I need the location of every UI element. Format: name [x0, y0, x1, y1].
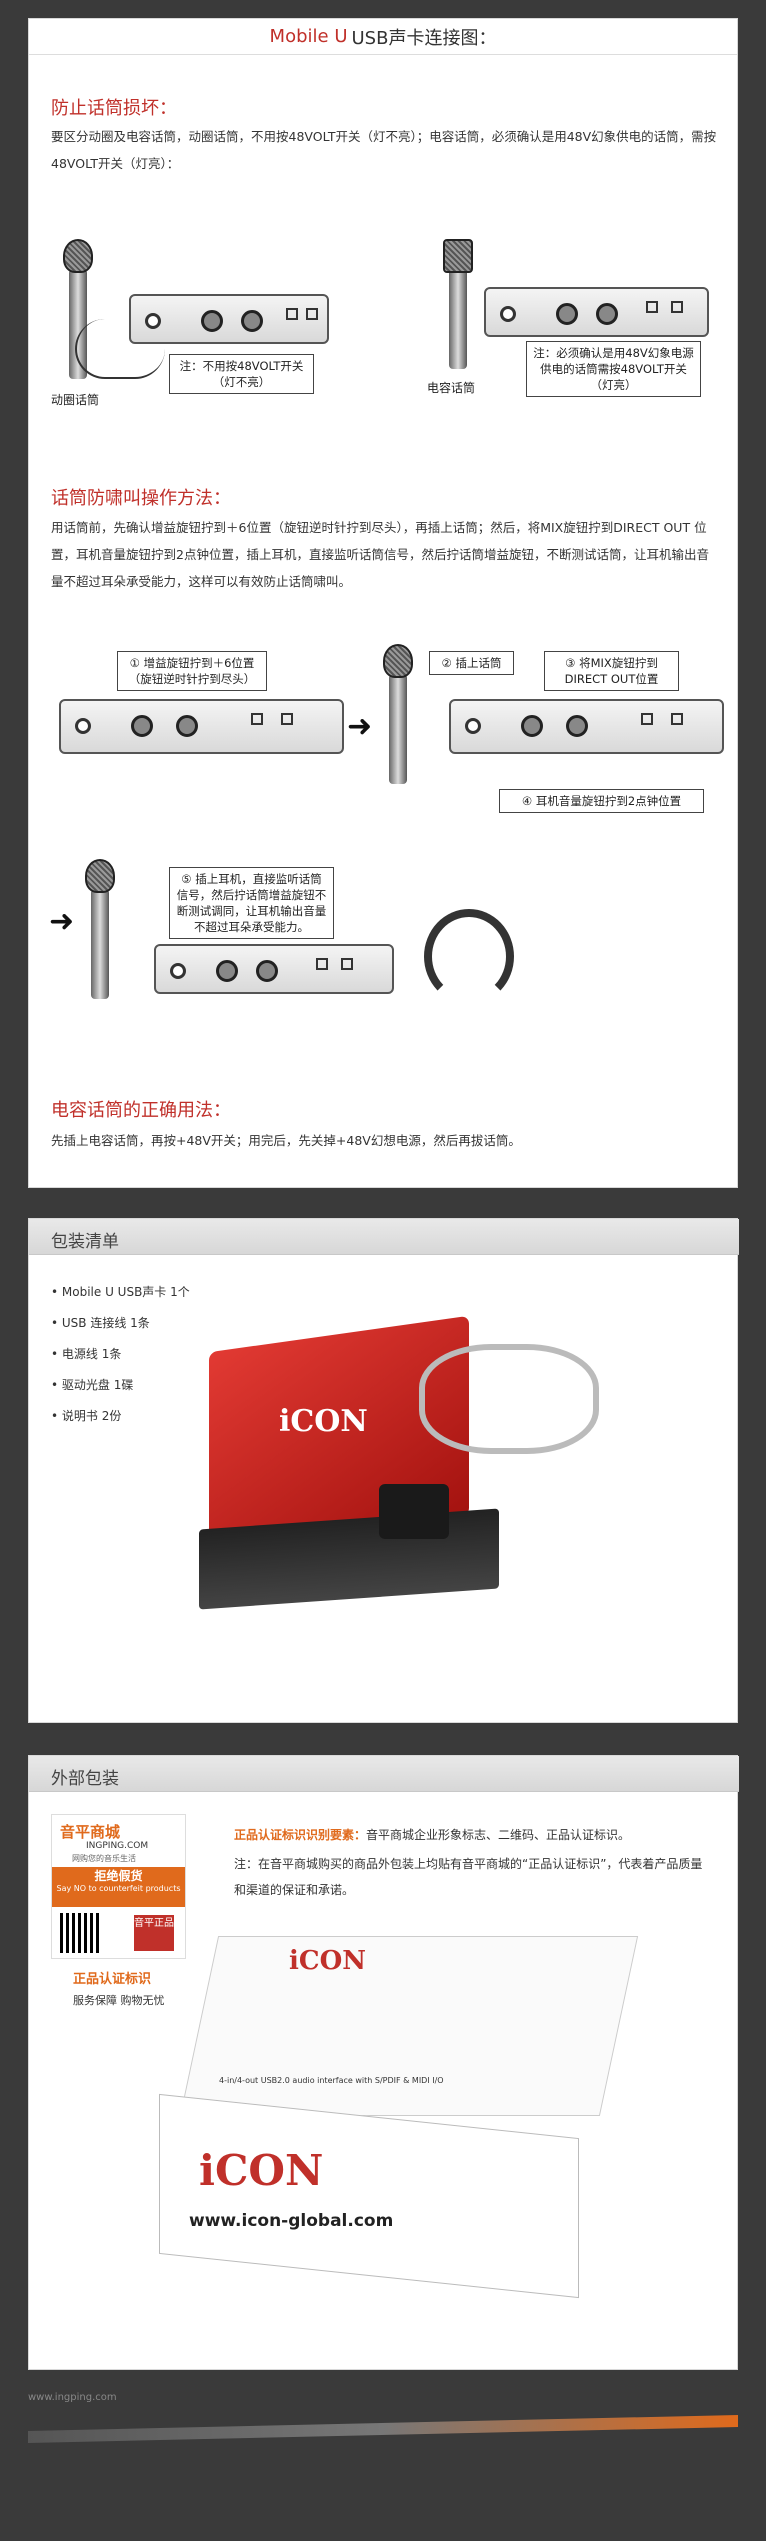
auth-title: 正品认证标识识别要素： [234, 1828, 367, 1842]
mic-step2-image [383, 644, 413, 784]
box-side [159, 2093, 579, 2299]
audio-interface-right [484, 287, 709, 337]
product-logo: iCON [279, 1404, 368, 1439]
outer-package-panel: 外部包装 音平商城 INGPING.COM 网购您的音乐生活 拒绝假货 Say … [28, 1755, 739, 2370]
arrow-right-icon: ➜ [347, 709, 373, 744]
package-title: 包装清单 [51, 1232, 119, 1252]
auth-info: 正品认证标识识别要素：音平商城企业形象标志、二维码、正品认证标识。 [234, 1826, 630, 1843]
callout-step5: ⑤ 插上耳机，直接监听话筒信号，然后拧话筒增益旋钮不断测试调同，让耳机输出音量不… [169, 867, 334, 939]
callout-step2: ② 插上话筒 [429, 651, 514, 675]
page-title: Mobile U USB声卡连接图： [29, 19, 737, 55]
callout-step4: ④ 耳机音量旋钮拧到2点钟位置 [499, 789, 704, 813]
interface-step1 [59, 699, 344, 754]
callout-need-48v: 注：必须确认是用48V幻象电源供电的话筒需按48VOLT开关（灯亮） [526, 341, 701, 397]
auth-card: 音平商城 INGPING.COM 网购您的音乐生活 拒绝假货 Say NO to… [51, 1814, 186, 1959]
card-slogan: 网购您的音乐生活 [72, 1854, 136, 1863]
list-item: • 说明书 2份 [51, 1409, 122, 1423]
callout-step3: ③ 将MIX旋钮拧到DIRECT OUT位置 [544, 651, 679, 691]
card-stamp: 音平正品 [134, 1915, 174, 1951]
label-dynamic-mic: 动圈话筒 [51, 393, 100, 407]
list-item: • 电源线 1条 [51, 1347, 122, 1361]
audio-interface-left [129, 294, 329, 344]
connection-panel: Mobile U USB声卡连接图： 防止话筒损坏： 要区分动圈及电容话筒，动圈… [28, 18, 738, 1188]
card-auth-label: 正品认证标识 [73, 1972, 152, 1987]
card-service: 服务保障 购物无忧 [73, 1994, 165, 2007]
outer-title-bar: 外部包装 [29, 1756, 739, 1792]
package-item-list: • Mobile U USB声卡 1个 • USB 连接线 1条 • 电源线 1… [51, 1277, 190, 1432]
outer-box-photo: iCON 4-in/4-out USB2.0 audio interface w… [159, 1936, 719, 2356]
arrow-right-icon-2: ➜ [49, 904, 75, 939]
interface-step2 [449, 699, 724, 754]
list-item: • Mobile U USB声卡 1个 [51, 1285, 190, 1299]
section-text-anti-howl: 用话筒前，先确认增益旋钮拧到＋6位置（旋钮逆时针拧到尽头），再插上话筒；然后，将… [51, 520, 709, 589]
section-text-condenser: 先插上电容话筒，再按+48V开关；用完后，先关掉+48V幻想电源，然后再拔话筒。 [51, 1133, 521, 1148]
section-text-mic-protect: 要区分动圈及电容话筒，动圈话筒，不用按48VOLT开关（灯不亮）；电容话筒，必须… [51, 129, 717, 171]
card-en: Say NO to counterfeit products [56, 1884, 181, 1893]
product-photo: iCON [119, 1315, 609, 1714]
box-top-logo: iCON [289, 1946, 366, 1976]
list-item: • 驱动光盘 1碟 [51, 1378, 134, 1392]
interface-step5 [154, 944, 394, 994]
card-banner: 拒绝假货 Say NO to counterfeit products [52, 1867, 185, 1907]
box-side-logo: iCON [199, 2146, 324, 2195]
box-url: www.icon-global.com [189, 2211, 394, 2231]
mic-step5-image [85, 859, 115, 999]
card-brand: 音平商城 [60, 1823, 121, 1841]
dynamic-mic-image [63, 239, 93, 379]
footer: www.ingping.com [28, 2392, 738, 2432]
power-adapter-image [379, 1484, 449, 1539]
section-heading-anti-howl: 话筒防啸叫操作方法： [51, 488, 231, 509]
section-heading-mic-protect: 防止话筒损坏： [51, 98, 177, 119]
title-text: USB声卡连接图： [351, 27, 497, 49]
list-item: • USB 连接线 1条 [51, 1316, 150, 1330]
condenser-mic-image [443, 239, 473, 369]
card-url: INGPING.COM [86, 1841, 149, 1851]
callout-no-48v: 注：不用按48VOLT开关（灯不亮） [169, 354, 314, 394]
brand-name: Mobile U [269, 26, 348, 47]
label-condenser-mic: 电容话筒 [427, 381, 476, 395]
box-desc: 4-in/4-out USB2.0 audio interface with S… [219, 2076, 444, 2085]
box-top [179, 1936, 639, 2116]
headphones-image [424, 909, 514, 1004]
usb-cable-image [419, 1344, 599, 1454]
auth-text: 音平商城企业形象标志、二维码、正品认证标识。 [366, 1828, 631, 1842]
qr-code-icon [60, 1913, 100, 1953]
outer-title: 外部包装 [51, 1769, 119, 1789]
section-heading-condenser: 电容话筒的正确用法： [51, 1100, 231, 1121]
mic-cable [75, 319, 165, 379]
footer-url[interactable]: www.ingping.com [28, 2392, 117, 2403]
card-fake: 拒绝假货 [94, 1869, 143, 1883]
package-list-panel: 包装清单 • Mobile U USB声卡 1个 • USB 连接线 1条 • … [28, 1218, 739, 1723]
auth-note: 注：在音平商城购买的商品外包装上均贴有音平商城的“正品认证标识”，代表着产品质量… [234, 1857, 703, 1897]
callout-step1: ① 增益旋钮拧到＋6位置（旋钮逆时针拧到尽头） [117, 651, 267, 691]
package-title-bar: 包装清单 [29, 1219, 739, 1255]
